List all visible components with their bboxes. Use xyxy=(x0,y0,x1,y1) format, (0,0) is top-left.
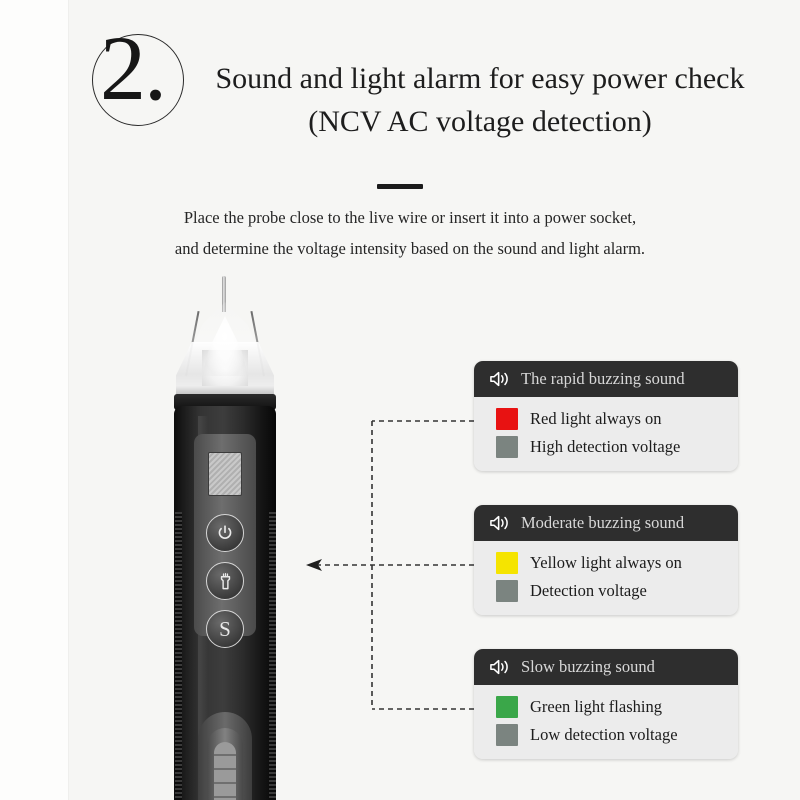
description-line-2: and determine the voltage intensity base… xyxy=(174,238,646,258)
power-icon xyxy=(218,525,232,539)
alarm-card-moderate: Moderate buzzing sound Yellow light alwa… xyxy=(474,505,738,615)
pen-lens-ring xyxy=(176,386,274,396)
voltage-level-row: Detection voltage xyxy=(474,577,738,605)
power-button[interactable] xyxy=(206,514,244,552)
card-body: Red light always on High detection volta… xyxy=(474,397,738,471)
headline-line-2: (NCV AC voltage detection) xyxy=(308,104,652,138)
row-label: Yellow light always on xyxy=(530,553,682,572)
pen-probe-tip xyxy=(222,276,226,312)
headline-line-1: Sound and light alarm for easy power che… xyxy=(215,62,745,95)
flashlight-icon xyxy=(220,572,230,589)
step-number-text: 2. xyxy=(100,17,167,119)
speaker-icon xyxy=(490,515,508,531)
color-swatch xyxy=(496,552,518,574)
card-body: Yellow light always on Detection voltage xyxy=(474,541,738,615)
row-label: Green light flashing xyxy=(530,697,662,716)
row-label: High detection voltage xyxy=(530,437,681,456)
background-left-panel xyxy=(0,0,68,800)
alarm-card-high: The rapid buzzing sound Red light always… xyxy=(474,361,738,471)
card-body: Green light flashing Low detection volta… xyxy=(474,685,738,759)
card-header-label: The rapid buzzing sound xyxy=(521,369,685,388)
sensitivity-button[interactable]: S xyxy=(206,610,244,648)
voltage-level-row: High detection voltage xyxy=(474,433,738,461)
step-number-badge: 2. xyxy=(92,22,190,132)
title-divider xyxy=(377,184,423,189)
color-swatch xyxy=(496,436,518,458)
voltage-detector-pen: S xyxy=(158,276,298,800)
color-swatch xyxy=(496,724,518,746)
pen-grip-left xyxy=(175,512,182,800)
card-header-label: Moderate buzzing sound xyxy=(521,513,685,532)
letter-s-icon: S xyxy=(219,616,231,641)
light-indicator-row: Yellow light always on xyxy=(474,549,738,577)
lcd-display xyxy=(208,452,242,496)
card-header-label: Slow buzzing sound xyxy=(521,657,655,676)
card-header: Slow buzzing sound xyxy=(474,649,738,685)
flashlight-button[interactable] xyxy=(206,562,244,600)
alarm-card-low: Slow buzzing sound Green light flashing … xyxy=(474,649,738,759)
light-indicator-row: Green light flashing xyxy=(474,693,738,721)
page-description: Place the probe close to the live wire o… xyxy=(100,203,720,264)
pen-grip-right xyxy=(269,512,276,800)
connector-arrowhead-icon xyxy=(306,559,322,571)
pen-lower-slot-inner xyxy=(214,742,236,800)
voltage-level-row: Low detection voltage xyxy=(474,721,738,749)
row-label: Red light always on xyxy=(530,409,662,428)
speaker-icon xyxy=(490,371,508,387)
background-seam xyxy=(68,0,69,800)
step-number-circle xyxy=(92,34,184,126)
card-header: Moderate buzzing sound xyxy=(474,505,738,541)
description-line-1: Place the probe close to the live wire o… xyxy=(183,208,637,227)
row-label: Detection voltage xyxy=(530,581,647,600)
color-swatch xyxy=(496,580,518,602)
page-title: Sound and light alarm for easy power che… xyxy=(180,58,780,143)
card-header: The rapid buzzing sound xyxy=(474,361,738,397)
color-swatch xyxy=(496,696,518,718)
light-indicator-row: Red light always on xyxy=(474,405,738,433)
speaker-icon xyxy=(490,659,508,675)
row-label: Low detection voltage xyxy=(530,725,678,744)
color-swatch xyxy=(496,408,518,430)
